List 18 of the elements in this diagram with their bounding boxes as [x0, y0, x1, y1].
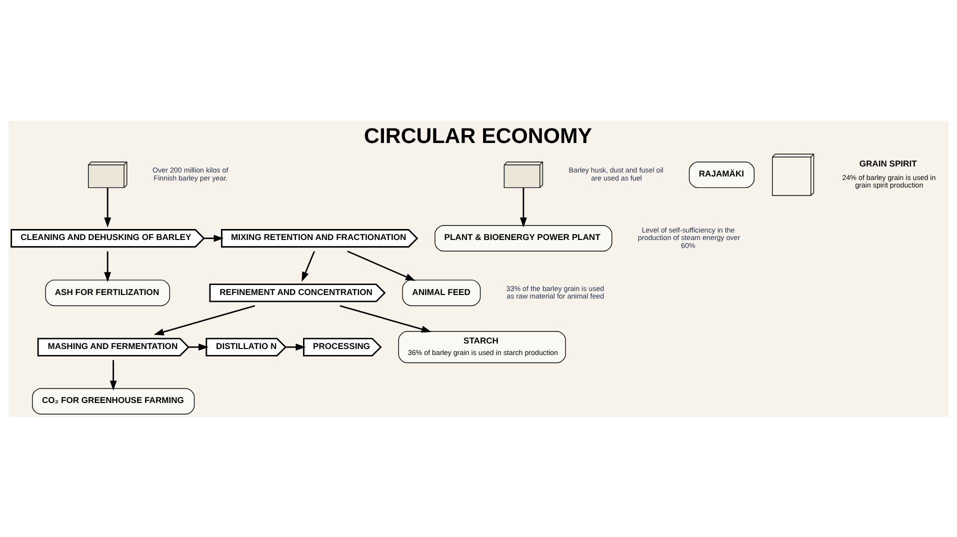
arrow — [188, 343, 209, 350]
node-box: PLANT & BIOENERGY POWER PLANT — [434, 224, 612, 252]
arrow — [204, 234, 224, 242]
label: GRAIN SPIRIT — [859, 158, 917, 168]
arrow — [154, 304, 256, 335]
arrow — [286, 343, 306, 350]
node-box: RAJAMÄKI — [688, 161, 755, 188]
arrow — [520, 187, 527, 228]
node-box: ASH FOR FERTILIZATION — [45, 279, 170, 306]
arrow — [302, 250, 315, 282]
arrow — [104, 187, 112, 228]
arrow — [347, 250, 416, 280]
arrow — [110, 360, 117, 390]
diagram-title: CIRCULAR ECONOMY — [364, 124, 592, 148]
node-box: CO₂ FOR GREENHOUSE FARMING — [32, 388, 195, 414]
node-box: ANIMAL FEED — [402, 279, 481, 306]
arrow — [340, 304, 432, 332]
arrow — [104, 250, 112, 282]
